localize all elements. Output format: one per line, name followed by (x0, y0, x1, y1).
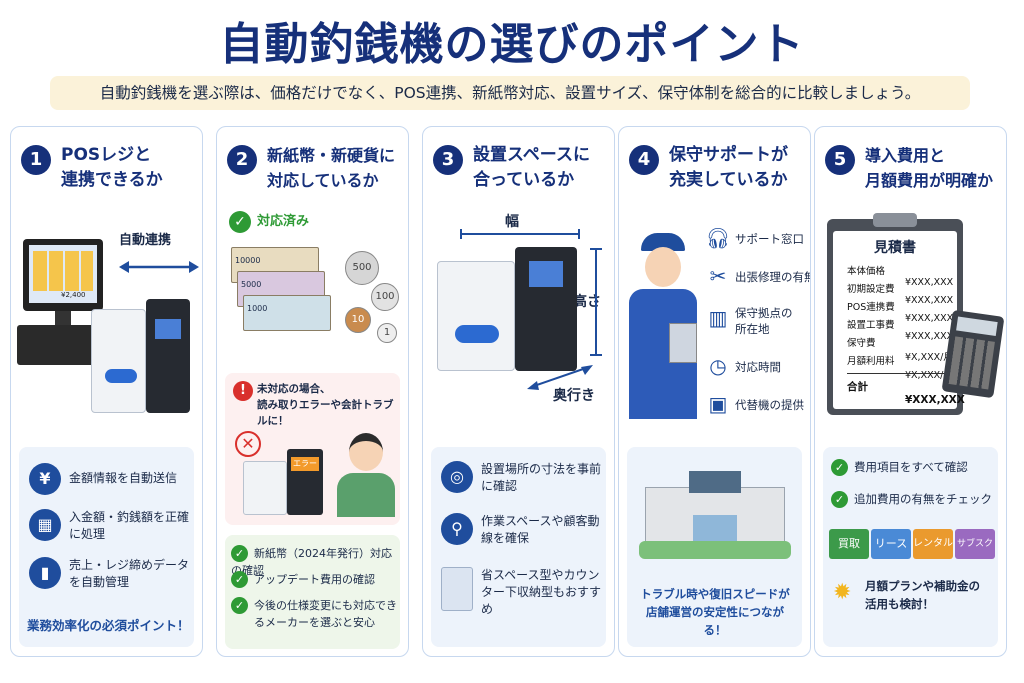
estimate-clipboard: 見積書 本体価格¥XXX,XXX 初期設定費¥XXX,XXX POS連携費¥XX… (827, 213, 965, 415)
estimate-row: 月額利用料¥X,XXX/月 (847, 356, 953, 381)
calculator-icon: ▦ (29, 509, 61, 541)
step-number: 3 (433, 145, 463, 175)
card-heading: 新紙幣・新硬貨に対応しているか (267, 146, 396, 190)
pos-terminal-illustration: ¥2,400 (17, 239, 112, 367)
headset-icon: 🎧︎ (705, 226, 731, 250)
card-header: 5 導入費用と月額費用が明確か (825, 141, 1000, 201)
card-footer-note: 月額プランや補助金の活用も検討！ (865, 579, 980, 611)
card-new-currency: 2 新紙幣・新硬貨に対応しているか ✓対応済み 10000 5000 1000 … (216, 126, 409, 657)
coin-10: 10 (345, 307, 371, 333)
yen-icon: ¥ (29, 463, 61, 495)
pos-screen-amount: ¥2,400 (61, 291, 86, 299)
warning-panel: ! 未対応の場合、読み取りエラーや会計トラブルに！ ✕ エラー (225, 373, 400, 525)
maintenance-panel: トラブル時や復旧スピードが店舗運営の安定性につながる！ (627, 447, 802, 647)
estimate-row: 本体価格¥XXX,XXX (847, 266, 954, 288)
banknote-1000: 1000 (243, 295, 331, 331)
plan-tag-subscription: サブスク (955, 529, 995, 559)
estimate-row: POS連携費¥XXX,XXX (847, 302, 954, 324)
check-icon: ✓ (831, 491, 848, 508)
step-number: 2 (227, 145, 257, 175)
width-arrow-icon (460, 229, 580, 239)
error-machine-illustration: ✕ エラー (235, 431, 331, 517)
card-header: 2 新紙幣・新硬貨に対応しているか (227, 141, 402, 201)
step-number: 4 (629, 145, 659, 175)
estimate-row: 初期設定費¥XXX,XXX (847, 284, 954, 306)
alert-icon: ! (233, 381, 253, 401)
error-display: エラー (291, 457, 319, 471)
check-icon: ✓ (231, 571, 248, 588)
page-subtitle: 自動釣銭機を選ぶ際は、価格だけでなく、POS連携、新紙幣対応、設置サイズ、保守体… (50, 76, 970, 110)
calculator-icon (941, 309, 1005, 399)
step-number: 1 (21, 145, 51, 175)
card-heading: 設置スペースに合っているか (473, 145, 590, 190)
step-number: 5 (825, 145, 855, 175)
height-arrow-icon (590, 248, 602, 356)
lightbulb-icon: ✹ (833, 580, 852, 605)
bar-chart-icon: ▮ (29, 557, 61, 589)
estimate-total: 合計¥XXX,XXX (847, 381, 965, 406)
clipboard-clip-icon (873, 213, 917, 227)
check-icon: ✓ (831, 459, 848, 476)
card-header: 3 設置スペースに合っているか (433, 141, 608, 201)
check-icon: ✓ (231, 597, 248, 614)
walking-person-icon: ⚲ (441, 513, 473, 545)
compact-machine-icon (441, 567, 473, 611)
space-tips-panel: ◎設置場所の寸法を事前に確認 ⚲作業スペースや顧客動線を確保 省スペース型やカウ… (431, 447, 606, 647)
card-heading: 保守サポートが充実しているか (669, 145, 788, 190)
card-heading: 導入費用と月額費用が明確か (865, 146, 994, 190)
card-header: 1 POSレジと連携できるか (21, 141, 196, 201)
card-pos-integration: 1 POSレジと連携できるか 自動連携 ¥2,400 ¥金額情報を自動送信 ▦入… (10, 126, 203, 657)
cost-panel: ✓費用項目をすべて確認 ✓追加費用の有無をチェック 買取 リース レンタル サブ… (823, 447, 998, 647)
width-label: 幅 (505, 214, 519, 230)
error-cross-icon: ✕ (235, 431, 261, 457)
depth-arrow-icon (527, 365, 593, 390)
supported-label: ✓対応済み (229, 211, 309, 233)
plan-tag-rental: レンタル (913, 529, 953, 559)
card-footer-note: 業務効率化の必須ポイント！ (27, 618, 190, 633)
card-installation-space: 3 設置スペースに合っているか 幅 高さ 奥行き ◎設置場所の寸法を事前に確認 … (422, 126, 615, 657)
double-arrow-icon (119, 261, 199, 273)
estimate-row: 設置工事費¥XXX,XXX (847, 320, 954, 342)
coin-100: 100 (371, 283, 399, 311)
currency-checklist: ✓新紙幣（2024年発行）対応の確認 ✓アップデート費用の確認 ✓今後の仕様変更… (225, 535, 400, 649)
technician-illustration (625, 233, 701, 419)
estimate-title: 見積書 (874, 240, 916, 256)
card-maintenance-support: 4 保守サポートが充実しているか 🎧︎ サポート窓口 ✂ 出張修理の有無 ▥ 保… (618, 126, 811, 657)
confused-person-illustration (337, 433, 395, 517)
card-footer-note: トラブル時や復旧スピードが店舗運営の安定性につながる！ (640, 587, 790, 637)
building-icon: ▥ (708, 306, 728, 330)
machine-dimension-illustration (437, 247, 583, 377)
warning-text: 未対応の場合、読み取りエラーや会計トラブルに！ (257, 383, 394, 427)
pos-benefits-panel: ¥金額情報を自動送信 ▦入金額・釣銭額を正確に処理 ▮売上・レジ締めデータを自動… (19, 447, 194, 647)
change-machine-illustration (91, 299, 195, 417)
check-icon: ✓ (229, 211, 251, 233)
card-header: 4 保守サポートが充実しているか (629, 141, 804, 201)
service-center-illustration (639, 471, 791, 559)
plan-tag-lease: リース (871, 529, 911, 559)
coin-500: 500 (345, 251, 379, 285)
box-icon: ▣ (708, 392, 728, 416)
page-title: 自動釣銭機の選びのポイント (219, 19, 805, 70)
wrench-icon: ✂ (709, 264, 727, 288)
clock-icon: ◷ (709, 354, 727, 378)
check-icon: ✓ (231, 545, 248, 562)
height-label: 高さ (573, 294, 601, 310)
tape-measure-icon: ◎ (441, 461, 473, 493)
auto-link-label: 自動連携 (119, 233, 172, 248)
estimate-row: 保守費¥X,XXX/月 (847, 338, 953, 363)
card-heading: POSレジと連携できるか (61, 145, 163, 190)
card-cost-clarity: 5 導入費用と月額費用が明確か 見積書 本体価格¥XXX,XXX 初期設定費¥X… (814, 126, 1007, 657)
plan-tag-purchase: 買取 (829, 529, 869, 559)
coin-1: 1 (377, 323, 397, 343)
depth-label: 奥行き (553, 388, 595, 404)
